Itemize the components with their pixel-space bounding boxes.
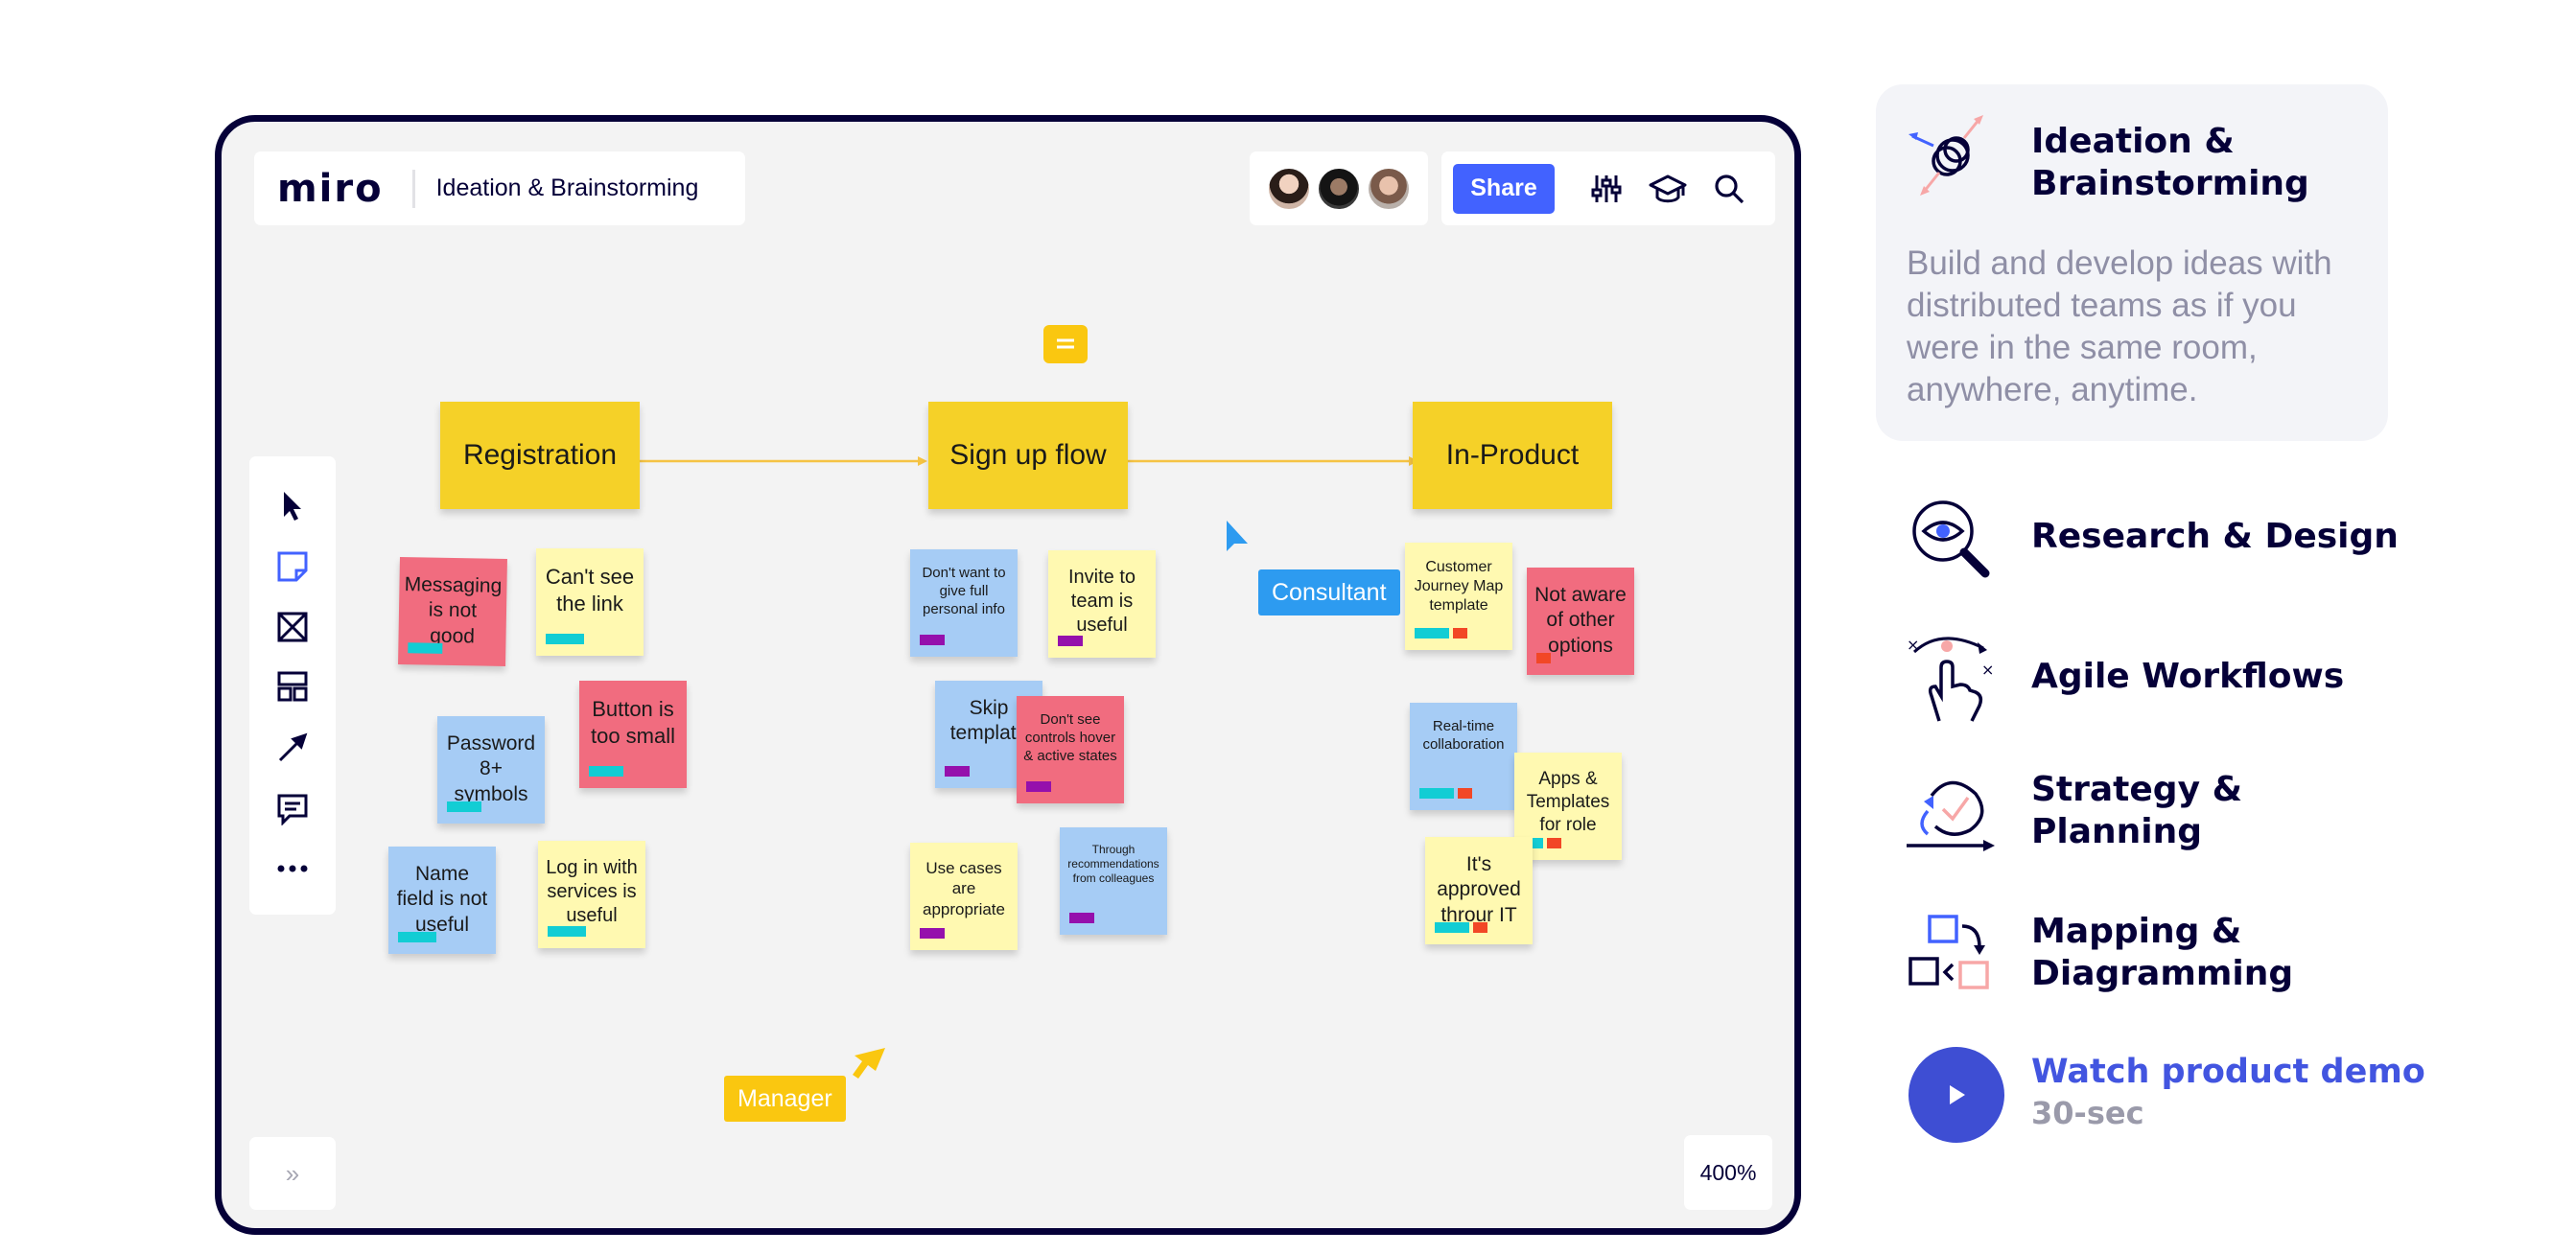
- flow-connectors: [640, 456, 1418, 466]
- play-demo-button[interactable]: [1909, 1047, 2004, 1143]
- research-eye-icon: [1912, 500, 1990, 578]
- more-dots-icon[interactable]: [269, 846, 316, 892]
- sticky-note[interactable]: Password 8+ symbols: [437, 716, 545, 824]
- agile-hand-icon: × ×: [1907, 636, 1994, 722]
- sticky-note-icon[interactable]: [269, 544, 316, 590]
- sticky-note[interactable]: Name field is not useful: [388, 847, 496, 954]
- sticky-note[interactable]: Can't see the link: [536, 548, 644, 656]
- board-frame: miro Ideation & Brainstorming Share: [215, 115, 1801, 1235]
- feature-research-design[interactable]: Research & Design: [2031, 517, 2399, 556]
- column-header-inproduct[interactable]: In-Product: [1413, 402, 1612, 509]
- search-icon[interactable]: [1706, 166, 1752, 212]
- graduation-cap-icon[interactable]: [1645, 166, 1691, 212]
- frame-icon[interactable]: [269, 604, 316, 650]
- comment-marker[interactable]: [1043, 325, 1088, 363]
- column-header-signup[interactable]: Sign up flow: [928, 402, 1128, 509]
- share-button[interactable]: Share: [1453, 163, 1555, 214]
- manager-cursor-label: Manager: [724, 1076, 846, 1122]
- play-icon: [1950, 1085, 1965, 1104]
- feature-description: Build and develop ideas with distributed…: [1907, 244, 2332, 408]
- avatar[interactable]: [1367, 166, 1411, 211]
- sticky-note[interactable]: Use cases are appropriate: [910, 843, 1018, 950]
- left-toolbar: [249, 456, 336, 915]
- ideation-icon: [1909, 115, 1983, 196]
- watch-demo-link[interactable]: Watch product demo: [2031, 1053, 2425, 1091]
- strategy-cycle-icon: [1907, 780, 1995, 851]
- feature-strategy-planning[interactable]: Strategy & Planning: [2031, 770, 2242, 851]
- collaborators: [1250, 151, 1428, 225]
- avatar[interactable]: [1267, 166, 1311, 211]
- board-title[interactable]: Ideation & Brainstorming: [435, 174, 699, 201]
- sticky-note[interactable]: Log in with services is useful: [538, 841, 645, 948]
- feature-mapping-diagramming[interactable]: Mapping & Diagramming: [2031, 912, 2294, 993]
- sticky-note[interactable]: It's approved throur IT: [1425, 837, 1533, 944]
- sticky-note[interactable]: Through recommendations from colleagues: [1060, 827, 1167, 935]
- sticky-note[interactable]: Don't see controls hover & active states: [1017, 696, 1124, 803]
- sticky-note[interactable]: Customer Journey Map template: [1405, 543, 1512, 650]
- sticky-note[interactable]: Real-time collaboration: [1410, 703, 1517, 810]
- demo-duration: 30-sec: [2031, 1095, 2144, 1131]
- feature-agile-workflows[interactable]: Agile Workflows: [2031, 657, 2345, 696]
- consultant-cursor-icon: [1227, 521, 1248, 551]
- templates-icon[interactable]: [269, 663, 316, 709]
- sticky-note[interactable]: Don't want to give full personal info: [910, 549, 1018, 657]
- mapping-diagram-icon: [1909, 915, 1989, 989]
- sticky-note[interactable]: Apps & Templates for role: [1514, 753, 1622, 860]
- miro-logo[interactable]: miro: [277, 166, 384, 211]
- sticky-note[interactable]: Button is too small: [579, 681, 687, 788]
- sticky-note[interactable]: Not aware of other options: [1527, 568, 1634, 675]
- board-header: miro Ideation & Brainstorming: [254, 151, 745, 225]
- comment-icon[interactable]: [269, 786, 316, 832]
- feature-title-ideation[interactable]: Ideation & Brainstorming: [2031, 122, 2309, 203]
- cursor-arrow-icon[interactable]: [269, 483, 316, 529]
- comment-lines-icon: [1057, 338, 1074, 349]
- svg-text:×: ×: [1907, 636, 1919, 654]
- column-header-registration[interactable]: Registration: [440, 402, 640, 509]
- avatar[interactable]: [1317, 166, 1361, 211]
- arrow-line-icon[interactable]: [269, 725, 316, 771]
- sticky-note[interactable]: Messaging is not good: [398, 557, 507, 666]
- top-toolbar: Share: [1441, 151, 1775, 225]
- sticky-note[interactable]: Invite to team is useful: [1048, 550, 1156, 658]
- consultant-cursor-label: Consultant: [1258, 569, 1400, 615]
- manager-cursor-icon: [853, 1048, 885, 1079]
- svg-text:×: ×: [1981, 661, 1994, 679]
- header-divider: [411, 169, 415, 208]
- sliders-icon[interactable]: [1583, 166, 1629, 212]
- expand-panel-button[interactable]: »: [249, 1137, 336, 1210]
- zoom-level[interactable]: 400%: [1684, 1135, 1772, 1210]
